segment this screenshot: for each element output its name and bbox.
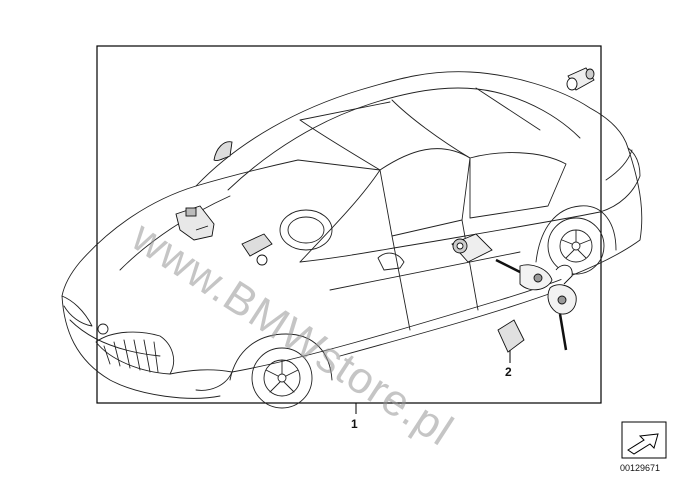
trunk-lock-cylinder-icon xyxy=(566,67,595,91)
callout-part-1: 1 xyxy=(351,417,358,431)
bonnet-lock-icon xyxy=(175,205,215,241)
key-icon xyxy=(495,258,577,351)
part-2-pad-icon xyxy=(497,319,525,353)
reference-number: 00129671 xyxy=(620,463,661,473)
car-outline-icon xyxy=(61,71,643,409)
component-parts xyxy=(175,67,595,353)
callout-part-2: 2 xyxy=(505,365,512,379)
kit-frame xyxy=(96,45,602,404)
arrow-box-icon xyxy=(621,421,667,459)
door-lock-cylinder-icon xyxy=(451,233,493,263)
interior-cover-icon xyxy=(213,141,233,161)
ignition-lock-icon xyxy=(241,233,273,266)
